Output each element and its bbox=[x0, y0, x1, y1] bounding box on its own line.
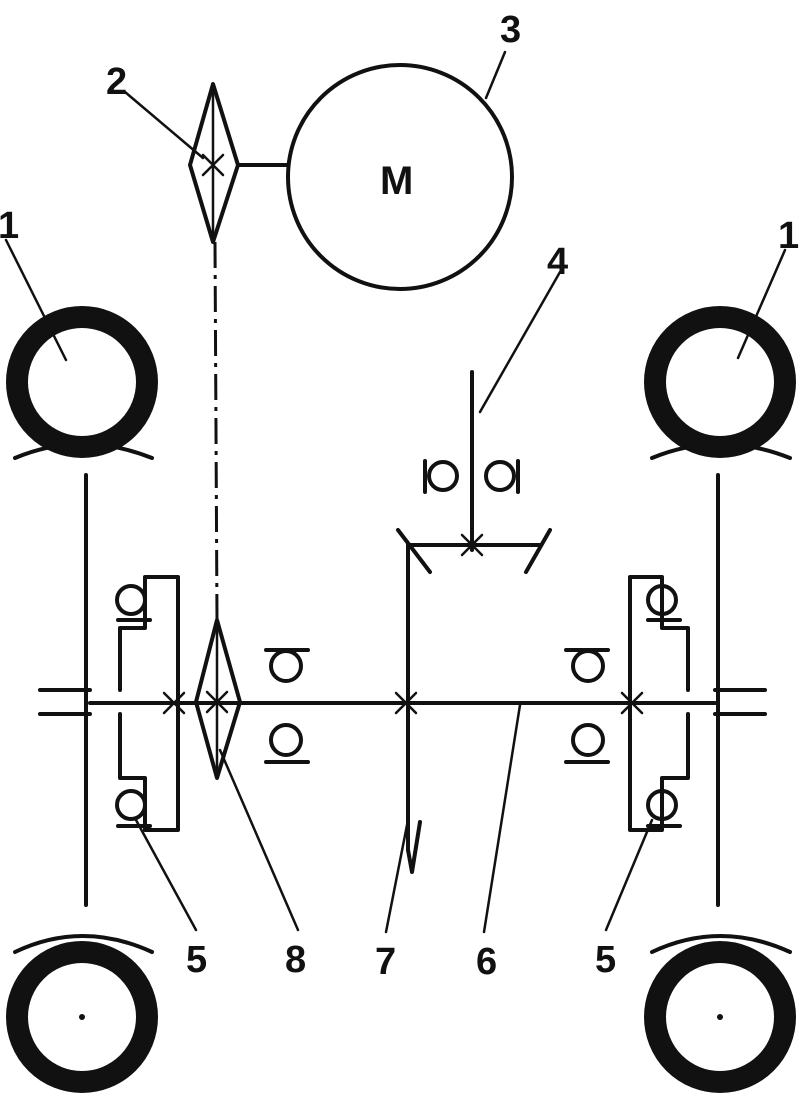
wheel-rear-right bbox=[644, 934, 796, 1093]
lever bbox=[406, 543, 422, 874]
motor-sprocket bbox=[188, 82, 240, 244]
steering-column bbox=[396, 370, 552, 574]
axle-sprocket bbox=[194, 618, 242, 780]
callout-hub-bearing-right: 5 bbox=[595, 939, 616, 981]
axle bbox=[38, 688, 767, 716]
hub-bearing-left bbox=[88, 575, 180, 832]
wheel-rear-left bbox=[6, 934, 158, 1093]
motor: M bbox=[286, 63, 514, 291]
callout-wheel-front-right: 1 bbox=[778, 215, 799, 257]
callout-steering-column: 4 bbox=[547, 241, 568, 283]
axle-bearings bbox=[264, 648, 610, 764]
motor-label: M bbox=[380, 159, 413, 203]
drive-chain bbox=[213, 241, 219, 621]
leader-lines bbox=[4, 50, 787, 934]
callout-axle-sprocket: 8 bbox=[285, 939, 306, 981]
callout-axle: 6 bbox=[476, 941, 497, 983]
callout-hub-bearing-left: 5 bbox=[186, 939, 207, 981]
wheel-front-left bbox=[6, 306, 158, 460]
callout-motor: 3 bbox=[500, 9, 521, 51]
wheel-front-right bbox=[644, 306, 796, 460]
hub-bearing-right bbox=[628, 575, 717, 832]
callout-lever: 7 bbox=[375, 941, 396, 983]
callout-motor-sprocket: 2 bbox=[106, 61, 127, 103]
callout-wheel-front-left: 1 bbox=[0, 205, 19, 247]
